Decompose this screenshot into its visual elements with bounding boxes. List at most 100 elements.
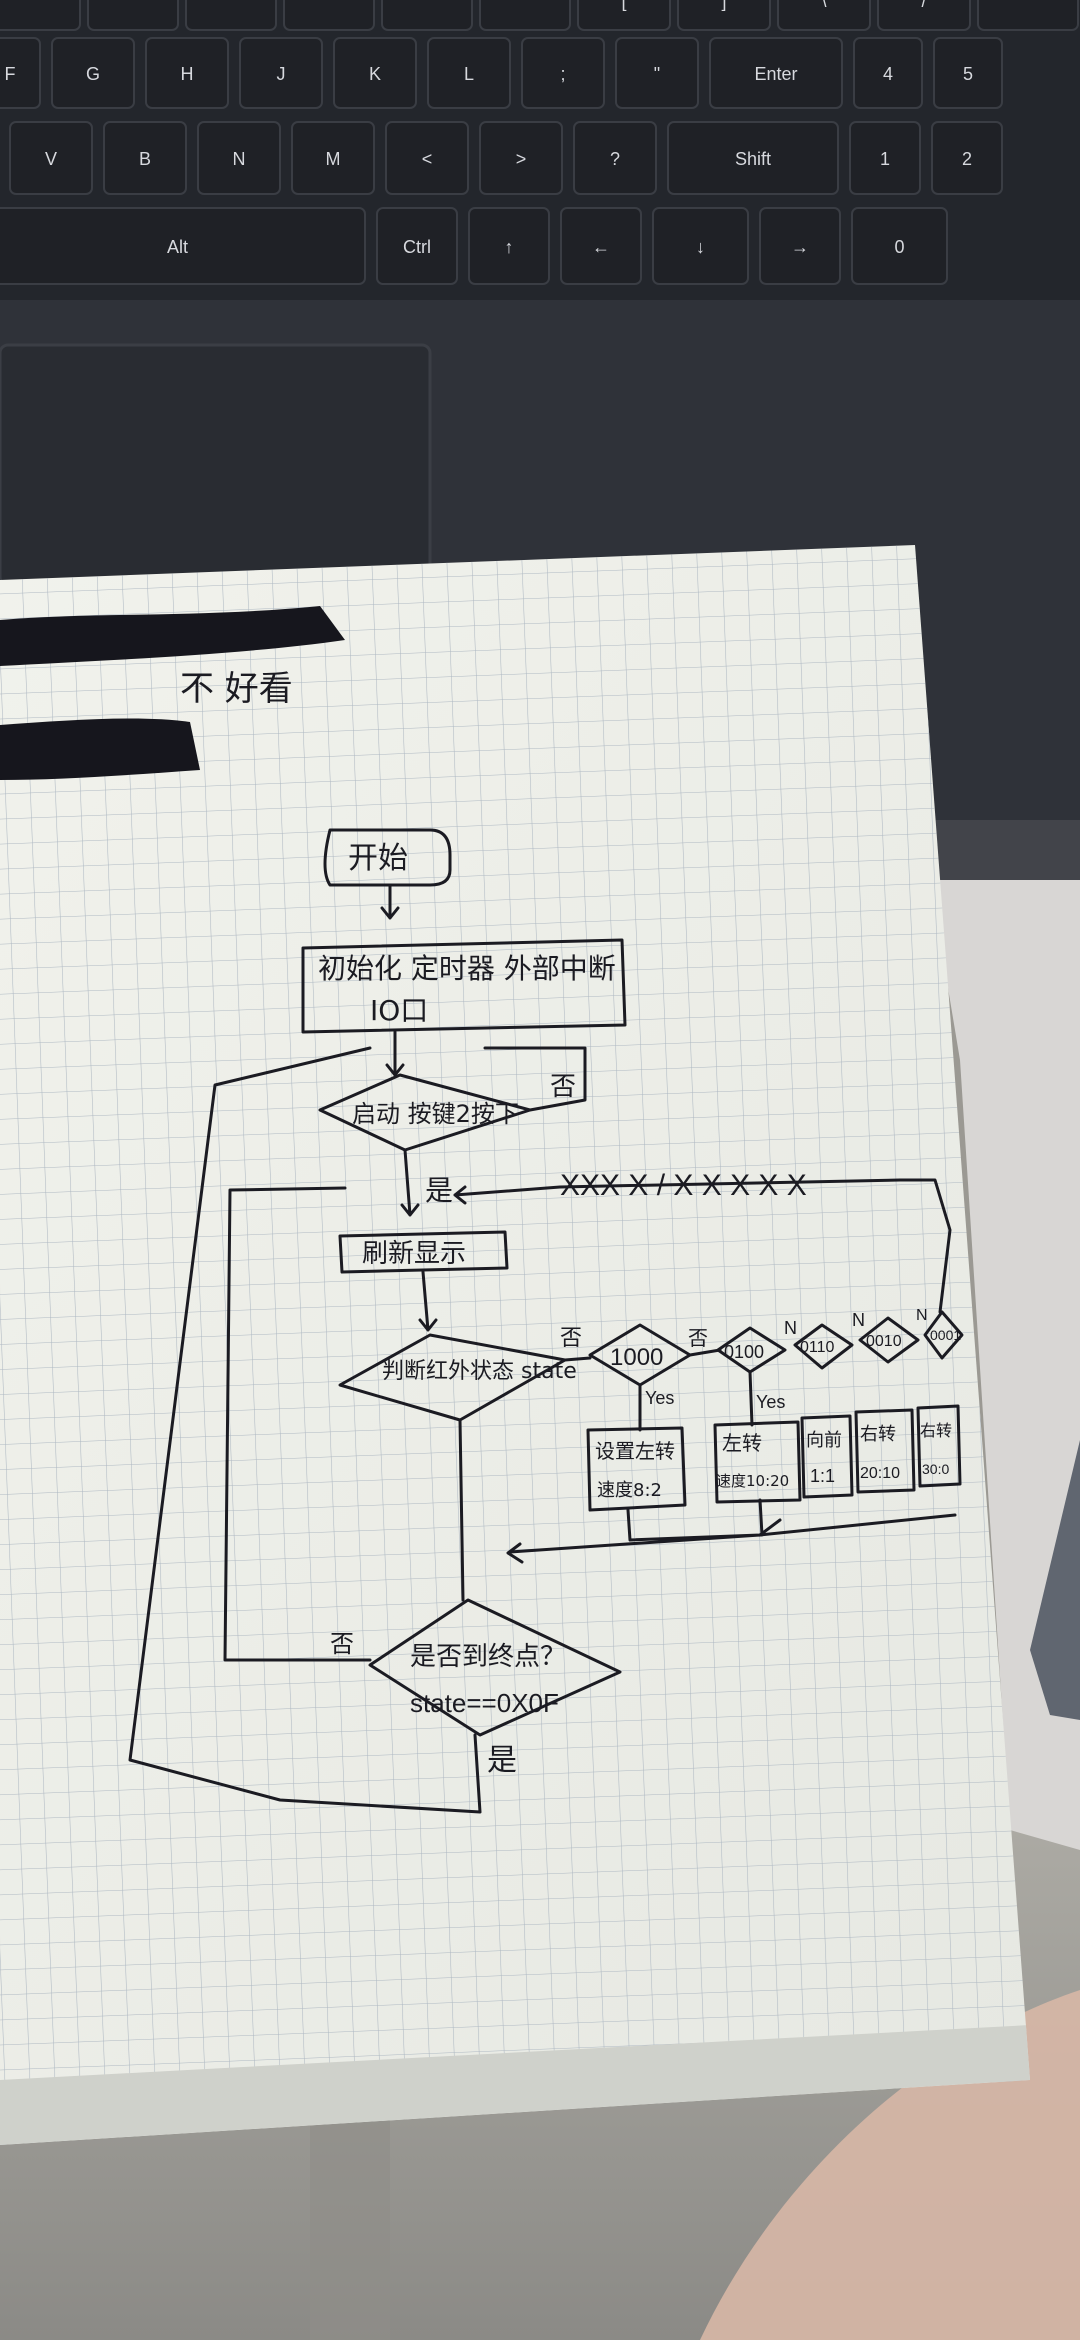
arrow-start-init: [380, 883, 400, 920]
keyboard-key: [103, 121, 187, 195]
arrow-refresh-judge: [418, 1270, 438, 1332]
keyboard-key: [977, 0, 1079, 31]
state-0010-diamond: [858, 1316, 920, 1364]
action-5-line2: 30:0: [922, 1461, 949, 1477]
init-sub-label: IO口: [370, 994, 428, 1027]
keyboard-key-label: L: [464, 64, 474, 84]
keyboard-key: [0, 37, 41, 109]
keyboard-key: [51, 37, 135, 109]
arrow-check-refresh: [400, 1148, 420, 1217]
action-box-3: [800, 1414, 854, 1499]
no-label-3: 否: [330, 1630, 354, 1658]
keyboard-key: [0, 0, 81, 31]
keyboard-key-label: 2: [962, 149, 972, 169]
arrow-init-check: [385, 1030, 405, 1077]
keyboard-key: [185, 0, 277, 31]
keyboard-key-label: ;: [560, 64, 565, 84]
state-0100-label: 0100: [724, 1342, 764, 1362]
state-1000-label: 1000: [610, 1344, 663, 1371]
keyboard-key: [468, 207, 550, 285]
action-4-line2: 20:10: [860, 1465, 900, 1482]
keyboard-key: [479, 0, 571, 31]
action-3-line2: 1:1: [810, 1466, 835, 1486]
start-label: 开始: [348, 841, 408, 876]
paper-shadow: [0, 2025, 1030, 2145]
redaction-line-2: [0, 718, 200, 780]
keyboard-key-label: ←: [592, 237, 610, 257]
keyboard-key: [376, 207, 458, 285]
keyboard-key: [849, 121, 921, 195]
keyboard-key-label: 1: [880, 149, 890, 169]
keyboard-key: [385, 121, 469, 195]
keyboard-key-label: K: [369, 64, 381, 84]
keyboard-key: [145, 37, 229, 109]
state-0001-label: 0001: [930, 1327, 961, 1343]
keyboard-key-label: B: [139, 149, 151, 169]
action-box-5: [916, 1404, 962, 1488]
no-label-2: 否: [560, 1326, 582, 1351]
yes-label-a: Yes: [645, 1388, 674, 1408]
yes-label-1: 是: [425, 1174, 453, 1207]
keyboard-key: [427, 37, 511, 109]
keyboard-key: [560, 207, 642, 285]
touchpad: [0, 343, 432, 587]
keyboard-key: [577, 0, 671, 31]
keyboard-key: [933, 37, 1003, 109]
action-1-line2: 速度8:2: [597, 1480, 662, 1501]
keyboard-key: [615, 37, 699, 109]
yes-end-label: 是: [487, 1743, 517, 1778]
keyboard-key-label: ": [654, 64, 660, 84]
pen: [1030, 1440, 1080, 1720]
keyboard-key: [197, 121, 281, 195]
keyboard-key-label: <: [422, 149, 433, 169]
flowchart: [128, 828, 964, 1814]
keyboard-key: [333, 37, 417, 109]
laptop-edge: [930, 820, 1080, 880]
keyboard-key-label: ↑: [505, 237, 514, 257]
keyboard-key: [9, 121, 93, 195]
state-0001-diamond: [923, 1310, 964, 1360]
arrow-judge-end: [458, 1418, 465, 1602]
action-3-line1: 向前: [806, 1430, 842, 1451]
loop-no-3: [223, 1186, 372, 1662]
end-state-label: state==0X0F: [410, 1688, 559, 1718]
loop-no-1: [483, 1046, 587, 1112]
keyboard-key-label: G: [86, 64, 100, 84]
keyboard-key-label: H: [181, 64, 194, 84]
keyboard-key-label: ↓: [696, 237, 705, 257]
keyboard-key: [667, 121, 839, 195]
keyboard-key: [851, 207, 948, 285]
no-label-mid: 否: [688, 1326, 708, 1350]
keyboard-key-label: F: [5, 64, 16, 84]
keyboard-key-label: Alt: [167, 237, 188, 257]
end-check-diamond: [368, 1598, 622, 1737]
action-box-2: [713, 1420, 802, 1504]
keyboard-key: [777, 0, 871, 31]
keyboard-key: [479, 121, 563, 195]
keyboard-key: [709, 37, 843, 109]
arrow-0100: [748, 1370, 754, 1427]
loop-outer: [128, 1046, 482, 1814]
action-box-4: [854, 1408, 916, 1494]
keyboard-key-label: \: [821, 0, 826, 11]
keyboard-key-label: N: [233, 149, 246, 169]
keyboard-key: [573, 121, 657, 195]
chain-2: [688, 1348, 722, 1357]
yes-label-b: Yes: [756, 1392, 785, 1412]
refresh-box: [338, 1230, 509, 1274]
refresh-label: 刷新显示: [362, 1239, 466, 1269]
no-label-1: 否: [550, 1072, 576, 1102]
keyboard-key-label: ?: [610, 149, 620, 169]
keyboard-key-label: /: [921, 0, 926, 11]
keyboard-key: [759, 207, 841, 285]
return-line: [453, 1178, 952, 1314]
init-box: [301, 938, 627, 1034]
keyboard-key: [381, 0, 473, 31]
keyboard-key-label: Enter: [754, 64, 797, 84]
action-2-line2: 速度10:20: [716, 1472, 789, 1490]
n-label-1: N: [784, 1318, 797, 1338]
end-check-label: 是否到终点？: [410, 1642, 566, 1672]
n-label-3: N: [916, 1307, 928, 1324]
